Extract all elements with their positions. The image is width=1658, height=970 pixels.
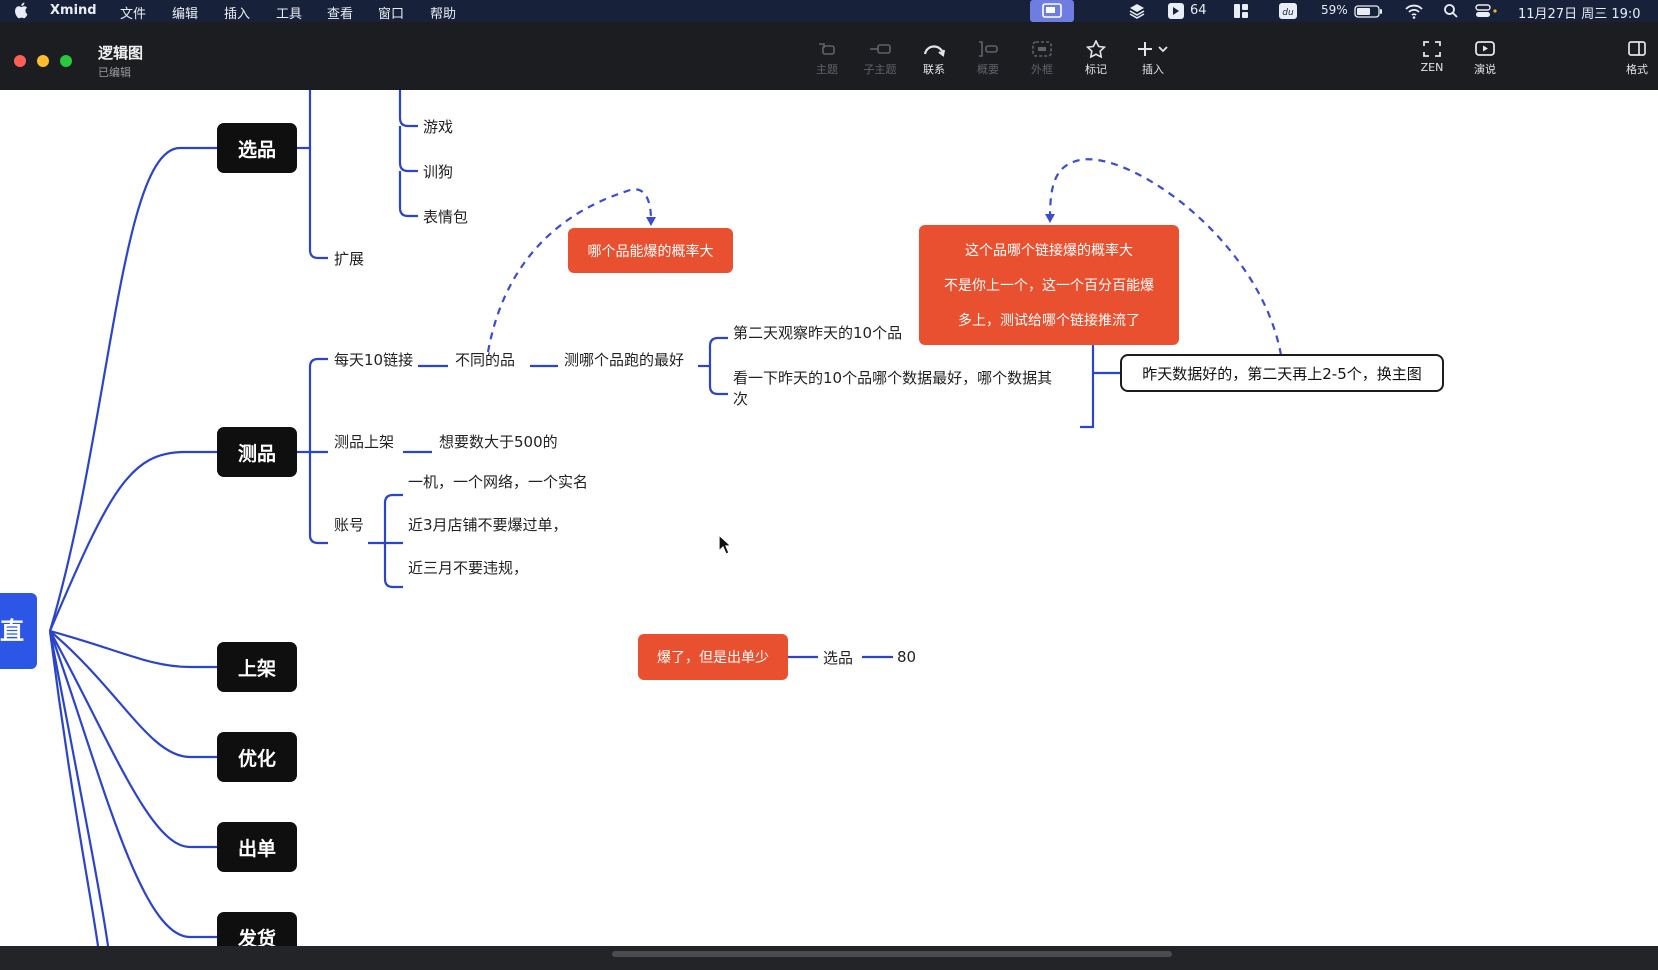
plus-chevron-icon <box>1138 42 1168 56</box>
menu-edit[interactable]: 编辑 <box>172 7 199 22</box>
topic-meitian-10[interactable]: 每天10链接 <box>334 350 414 369</box>
sidebar-layout-icon[interactable] <box>1233 2 1249 20</box>
macos-menu-bar: Xmind 文件 编辑 插入 工具 查看 窗口 帮助 64 du 59% 11月… <box>0 0 1658 22</box>
topic-ce-nage-pin[interactable]: 测哪个品跑的最好 <box>564 350 685 369</box>
summary-label: 概要 <box>977 63 999 76</box>
subtopic-label: 子主题 <box>863 63 897 76</box>
menu-tools[interactable]: 工具 <box>276 7 303 22</box>
bottom-scroll-bar <box>0 946 1658 970</box>
layers-icon[interactable] <box>1128 2 1146 20</box>
menu-insert[interactable]: 插入 <box>224 7 251 22</box>
topic-dier-tian-guancha[interactable]: 第二天观察昨天的10个品 <box>733 323 903 342</box>
relationship-label: 联系 <box>923 63 945 76</box>
zen-label: ZEN <box>1420 61 1444 74</box>
app-badge-icon[interactable] <box>1167 2 1185 20</box>
du-app-icon[interactable]: du <box>1278 2 1298 20</box>
lianjie-box-line3: 多上，测试给哪个链接推流了 <box>958 312 1140 329</box>
format-panel-icon <box>1628 41 1646 56</box>
branch-connectors <box>48 90 1283 946</box>
lianjie-box-line1: 这个品哪个链接爆的概率大 <box>965 243 1133 260</box>
topic-eighty[interactable]: 80 <box>897 648 917 666</box>
horizontal-scrollbar-thumb[interactable] <box>612 951 1172 957</box>
star-icon <box>1086 40 1106 58</box>
insert-button[interactable]: 插入 <box>1130 40 1176 84</box>
svg-text:du: du <box>1282 8 1294 18</box>
present-label: 演说 <box>1474 63 1496 76</box>
presentation-icon <box>1475 41 1495 56</box>
screen-share-icon[interactable] <box>1030 0 1074 22</box>
boundary-button[interactable]: 外框 <box>1020 40 1064 84</box>
insert-label: 插入 <box>1142 63 1164 76</box>
control-center-icon[interactable] <box>1475 2 1499 20</box>
topic-xiangyao-500[interactable]: 想要数大于500的 <box>439 432 558 451</box>
zoom-window-button[interactable] <box>60 55 72 67</box>
boundary-icon <box>1032 41 1052 57</box>
marker-button[interactable]: 标记 <box>1074 40 1118 84</box>
main-topic-fahuo[interactable]: 发货 <box>217 912 297 946</box>
main-topic-xuanpin[interactable]: 选品 <box>217 123 297 173</box>
menu-help[interactable]: 帮助 <box>430 7 457 22</box>
topic-jin-3yue-dianpu[interactable]: 近3月店铺不要爆过单， <box>408 515 568 534</box>
menu-view[interactable]: 查看 <box>327 7 354 22</box>
subtopic-icon <box>870 44 891 54</box>
spotlight-search-icon[interactable] <box>1443 2 1459 20</box>
topic-kan-yixia-line2[interactable]: 次 <box>733 389 749 408</box>
menu-file[interactable]: 文件 <box>120 7 147 22</box>
topic-xuanpin-2[interactable]: 选品 <box>823 648 854 667</box>
mindmap-canvas[interactable]: 直 选品 测品 上架 优化 出单 发货 游戏 训狗 表情包 扩展 每天10链接 … <box>0 90 1658 946</box>
present-button[interactable]: 演说 <box>1463 40 1507 84</box>
format-label: 格式 <box>1626 63 1648 76</box>
topic-cepin-shangjia[interactable]: 测品上架 <box>334 432 395 451</box>
topic-butong-de-pin[interactable]: 不同的品 <box>455 350 516 369</box>
boundary-label: 外框 <box>1031 63 1053 76</box>
topic-label: 主题 <box>816 63 838 76</box>
document-status: 已编辑 <box>98 66 131 79</box>
summary-topic-zuotian[interactable]: 昨天数据好的，第二天再上2-5个，换主图 <box>1120 354 1444 392</box>
window-toolbar: 逻辑图 已编辑 主题 子主题 联系 概要 外框 标记 插入 ZEN 演说 格式 <box>0 22 1658 90</box>
topic-youxi[interactable]: 游戏 <box>423 117 454 136</box>
minimize-window-button[interactable] <box>37 55 49 67</box>
topic-biaoqingbao[interactable]: 表情包 <box>423 207 469 226</box>
wifi-icon[interactable] <box>1404 2 1424 20</box>
summary-button[interactable]: 概要 <box>966 40 1010 84</box>
menu-window[interactable]: 窗口 <box>378 7 405 22</box>
floating-topic-nage-bao[interactable]: 哪个品能爆的概率大 <box>568 228 733 273</box>
zen-button[interactable]: ZEN <box>1410 40 1454 84</box>
summary-icon <box>979 41 998 57</box>
battery-icon[interactable] <box>1354 2 1384 20</box>
badge-count: 64 <box>1190 3 1207 18</box>
main-topic-youhua[interactable]: 优化 <box>217 732 297 782</box>
topic-button[interactable]: 主题 <box>805 40 849 84</box>
apple-icon[interactable] <box>14 1 30 19</box>
relationship-button[interactable]: 联系 <box>912 40 956 84</box>
mouse-cursor-icon <box>718 534 733 555</box>
main-topic-cepin[interactable]: 测品 <box>217 427 297 477</box>
topic-yiji-yige-wangluo[interactable]: 一机，一个网络，一个实名 <box>408 472 589 491</box>
lianjie-box-line2: 不是你上一个，这一个百分百能爆 <box>944 277 1154 294</box>
central-topic[interactable]: 直 <box>0 593 37 669</box>
topic-kan-yixia-line1[interactable]: 看一下昨天的10个品哪个数据最好，哪个数据其 <box>733 368 1053 387</box>
main-topic-chudan[interactable]: 出单 <box>217 822 297 872</box>
clock[interactable]: 11月27日 周三 19:0 <box>1518 7 1641 22</box>
menu-app-name[interactable]: Xmind <box>50 3 97 18</box>
close-window-button[interactable] <box>14 55 26 67</box>
topic-jin-sanyue-weigui[interactable]: 近三月不要违规， <box>408 558 529 577</box>
main-topic-shangjia[interactable]: 上架 <box>217 642 297 692</box>
subtopic-button[interactable]: 子主题 <box>858 40 902 84</box>
floating-topic-lianjie-box[interactable]: 这个品哪个链接爆的概率大 不是你上一个，这一个百分百能爆 多上，测试给哪个链接推… <box>919 225 1179 345</box>
battery-percent: 59% <box>1321 3 1348 17</box>
format-panel-button[interactable]: 格式 <box>1617 40 1657 84</box>
relationship-icon <box>923 45 946 57</box>
floating-topic-baole[interactable]: 爆了，但是出单少 <box>638 634 788 680</box>
topic-kuozhan[interactable]: 扩展 <box>334 249 365 268</box>
document-title[interactable]: 逻辑图 <box>98 44 144 62</box>
fullscreen-icon <box>1423 41 1441 57</box>
marker-label: 标记 <box>1085 63 1107 76</box>
topic-icon <box>819 43 835 55</box>
topic-xungou[interactable]: 训狗 <box>423 162 454 181</box>
topic-zhanghao[interactable]: 账号 <box>334 515 365 534</box>
